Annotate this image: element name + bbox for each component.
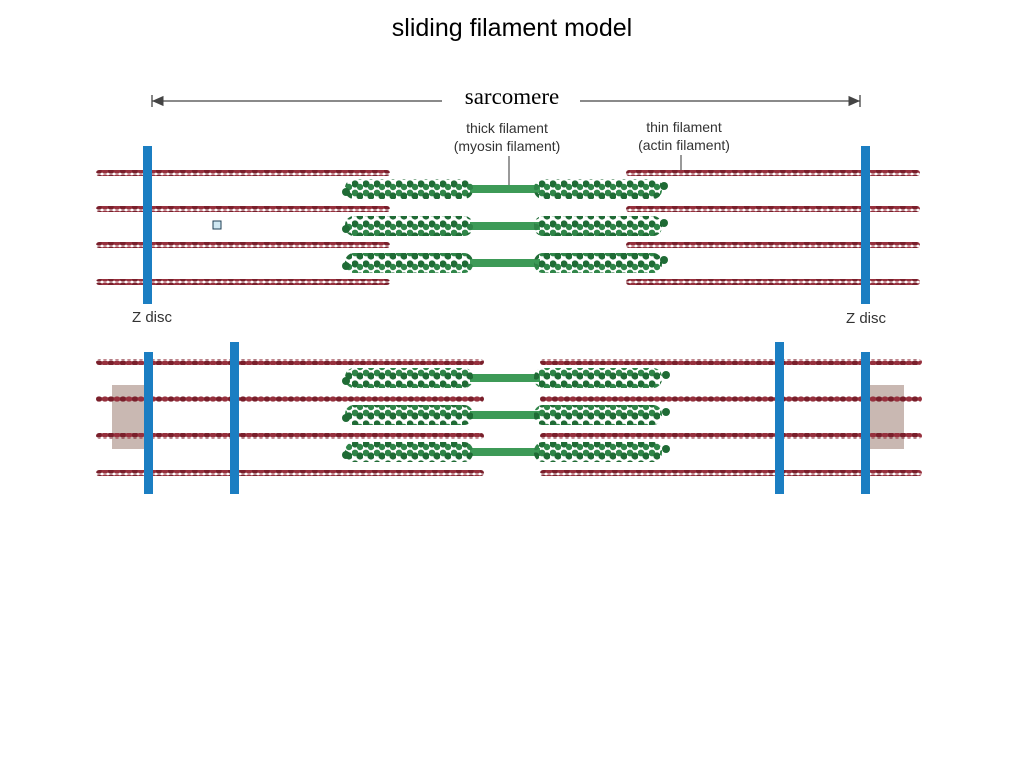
myosin-filament (342, 253, 668, 273)
myosin-filaments (342, 368, 670, 462)
myosin-filament (342, 179, 668, 199)
actin-filament (96, 396, 484, 402)
actin-filament (626, 279, 920, 285)
actin-filament (96, 170, 390, 176)
myosin-filament (342, 442, 670, 462)
actin-filament (96, 206, 390, 212)
filament-labels: thick filament (myosin filament) thin fi… (454, 119, 730, 186)
actin-filaments-right (540, 359, 922, 476)
sarcomere-dimension: sarcomere (151, 84, 861, 109)
thin-filament-label: thin filament (646, 119, 722, 135)
actin-filament (626, 242, 920, 248)
actin-filament (540, 359, 922, 365)
sarcomere-label: sarcomere (465, 84, 560, 109)
myosin-filament (342, 216, 668, 236)
thin-filament-sublabel: (actin filament) (638, 137, 730, 153)
actin-filaments-left (96, 170, 390, 285)
actin-filament (96, 242, 390, 248)
z-disc-inner-right (775, 342, 784, 494)
actin-filament (96, 359, 484, 365)
actin-filament (540, 396, 922, 402)
actin-filaments-left (96, 359, 484, 476)
actin-filament (540, 433, 922, 439)
thick-filament-label: thick filament (466, 120, 548, 136)
z-disc-outer-left (144, 352, 153, 494)
actin-filament (626, 170, 920, 176)
myosin-filament (342, 405, 670, 425)
thick-filament-sublabel: (myosin filament) (454, 138, 561, 154)
relaxed-sarcomere: Z disc Z disc (96, 146, 920, 327)
actin-filament (626, 206, 920, 212)
z-disc-outer-right (861, 352, 870, 494)
z-disc-inner-left (230, 342, 239, 494)
slide-title: sliding filament model (391, 14, 633, 42)
actin-filament (96, 433, 484, 439)
actin-filament (96, 279, 390, 285)
actin-filament (96, 470, 484, 476)
selection-handle (212, 220, 222, 230)
z-disc-left-label: Z disc (132, 309, 173, 326)
z-disc-right (861, 146, 870, 304)
z-disc-left (143, 146, 152, 304)
actin-filaments-right (626, 170, 920, 285)
myosin-filaments (342, 179, 668, 273)
z-disc-right-label: Z disc (846, 310, 887, 327)
contracted-sarcomere (96, 342, 922, 494)
actin-filament (540, 470, 922, 476)
myosin-filament (342, 368, 670, 388)
